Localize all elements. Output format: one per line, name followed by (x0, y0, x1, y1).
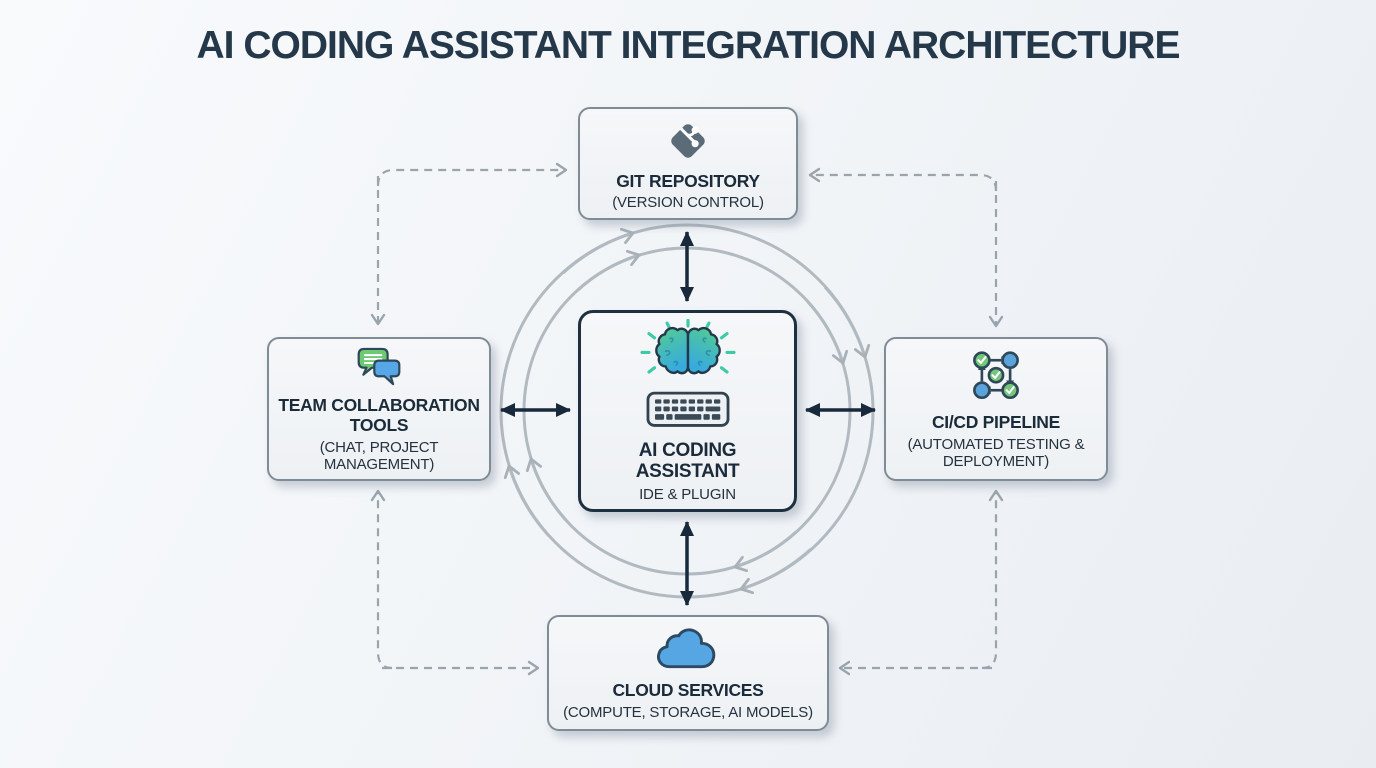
node-cloud-services: CLOUD SERVICES (COMPUTE, STORAGE, AI MOD… (547, 615, 829, 731)
dashed-connectors (370, 162, 1004, 676)
node-subtitle: (CHAT, PROJECT MANAGEMENT) (319, 438, 439, 473)
cloud-icon (657, 628, 716, 669)
keyboard-icon (646, 391, 729, 427)
chat-bubbles-icon (357, 347, 401, 386)
node-title: CI/CD PIPELINE (931, 412, 1061, 433)
brain-icon (639, 319, 736, 375)
node-git-repository: GIT REPOSITORY (VERSION CONTROL) (578, 107, 798, 220)
node-title: TEAM COLLABORATION TOOLS (278, 395, 480, 435)
git-icon (671, 123, 705, 158)
spark-rays (639, 319, 736, 374)
node-team-collaboration: TEAM COLLABORATION TOOLS (CHAT, PROJECT … (267, 337, 491, 481)
node-cicd-pipeline: CI/CD PIPELINE (AUTOMATED TESTING & DEPL… (884, 337, 1108, 481)
node-subtitle: (COMPUTE, STORAGE, AI MODELS) (563, 703, 813, 721)
node-subtitle: IDE & PLUGIN (639, 485, 736, 503)
page-title: AI CODING ASSISTANT INTEGRATION ARCHITEC… (196, 24, 1181, 67)
node-subtitle: (VERSION CONTROL) (612, 194, 764, 212)
node-title: GIT REPOSITORY (616, 170, 760, 191)
node-title: AI CODING ASSISTANT (635, 440, 740, 483)
node-subtitle: (AUTOMATED TESTING & DEPLOYMENT) (907, 436, 1085, 471)
bidirectional-arrows (500, 231, 876, 606)
node-title: CLOUD SERVICES (612, 680, 764, 701)
node-ai-coding-assistant: AI CODING ASSISTANT IDE & PLUGIN (578, 310, 797, 512)
cycle-ring-arrowheads (503, 227, 871, 595)
pipeline-cycle-icon (973, 351, 1019, 400)
